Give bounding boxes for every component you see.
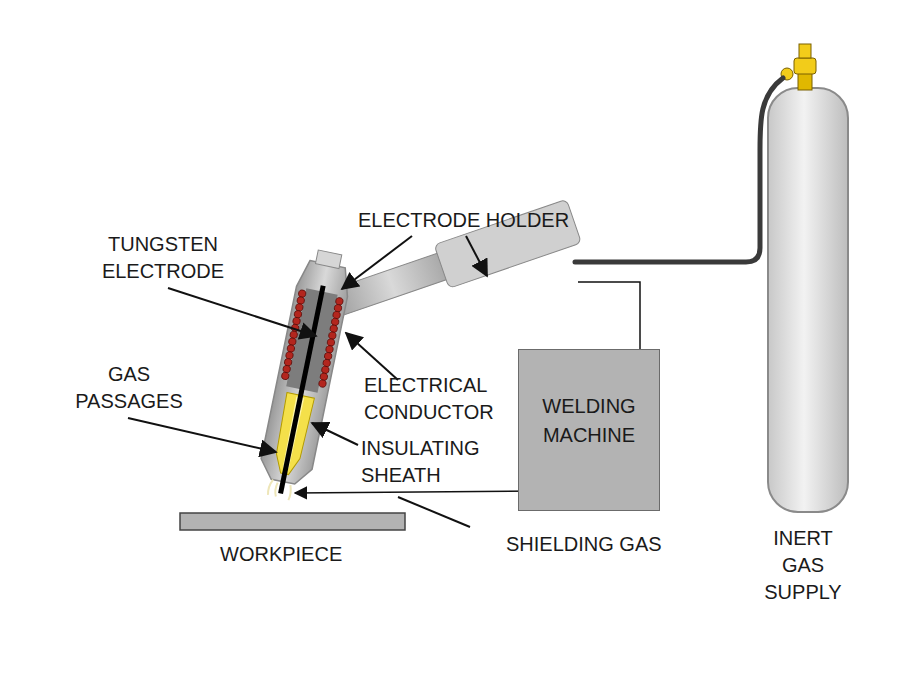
workpiece-plate <box>180 513 405 530</box>
part-label: INSULATING SHEATH <box>361 435 501 489</box>
part-label: ELECTRICAL CONDUCTOR <box>364 372 519 426</box>
coil-turn <box>331 318 340 327</box>
machine-box: WELDING MACHINE <box>518 349 660 511</box>
coil-turn <box>322 359 331 368</box>
coil-turn <box>318 379 327 388</box>
coil-turn <box>281 372 290 381</box>
part-label: SHIELDING GAS <box>506 531 706 558</box>
valve-top <box>799 44 811 58</box>
torch-body <box>254 247 355 503</box>
part-label: WORKPIECE <box>220 541 380 568</box>
coil-turn <box>282 365 291 374</box>
coil-turn <box>285 351 294 360</box>
coil-turn <box>328 331 337 340</box>
coil-turn <box>298 289 307 298</box>
coil-turn <box>335 297 344 306</box>
gas-cylinder <box>768 88 848 512</box>
coil-turn <box>324 352 333 361</box>
part-label: TUNGSTEN ELECTRODE <box>88 231 238 285</box>
coil-turn <box>289 331 298 340</box>
valve-knob <box>794 58 816 74</box>
coil-turn <box>332 311 341 320</box>
coil-turn <box>288 337 297 346</box>
coil-turn <box>320 372 329 381</box>
coil-turn <box>297 296 306 305</box>
coil-turn <box>284 358 293 367</box>
coil-turn <box>325 345 334 354</box>
part-label: INERT GAS SUPPLY <box>758 525 848 606</box>
coil-turn <box>295 303 304 312</box>
gas-hose <box>575 78 783 262</box>
part-label: ELECTRODE HOLDER <box>358 207 618 234</box>
part-label: GAS PASSAGES <box>70 361 188 415</box>
coil-turn <box>292 317 301 326</box>
cylinder-valve <box>798 72 812 90</box>
coil-turn <box>294 310 303 319</box>
power-cable <box>578 282 640 349</box>
coil-turn <box>287 344 296 353</box>
coil-turn <box>330 324 339 333</box>
arc-lead <box>295 491 540 493</box>
coil-turn <box>321 366 330 375</box>
box-label: WELDING MACHINE <box>519 392 659 450</box>
coil-turn <box>334 304 343 313</box>
coil-turn <box>327 338 336 347</box>
